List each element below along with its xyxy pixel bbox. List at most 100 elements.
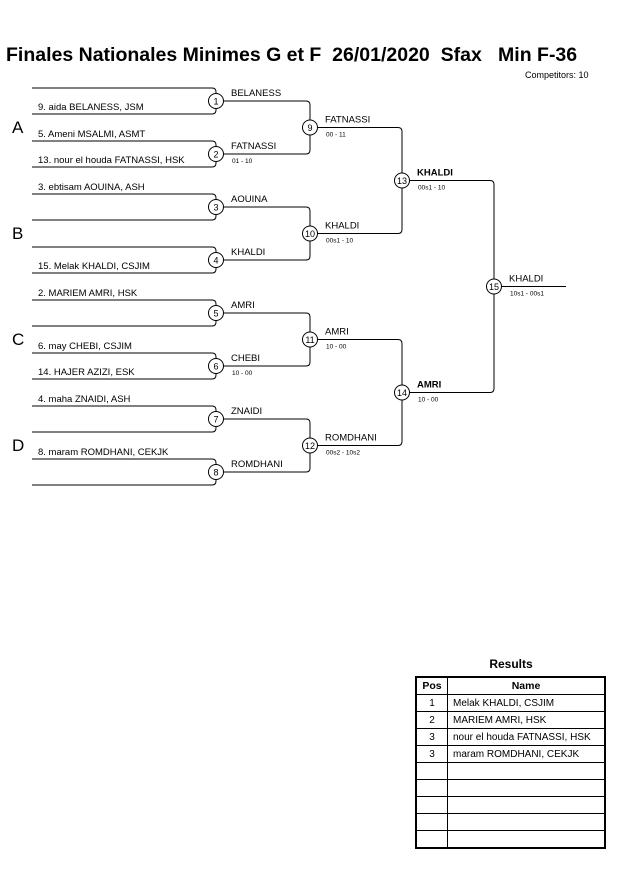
match-number-circle: [208, 358, 224, 374]
pool-label: D: [12, 436, 24, 455]
results-pos: [415, 796, 448, 814]
match-winner: AMRI: [417, 380, 441, 391]
match-number: 6: [213, 362, 218, 372]
match-number: 12: [305, 441, 315, 451]
results-pos: 3: [415, 745, 448, 763]
competitor-entry: 14. HAJER AZIZI, ESK: [38, 367, 135, 378]
match-score: 01 - 10: [232, 158, 253, 165]
results-pos: 1: [415, 694, 448, 712]
match-score: 10 - 00: [232, 370, 253, 377]
results-row: [415, 762, 606, 780]
match-bracket: [32, 299, 217, 327]
match-number-circle: [302, 331, 318, 348]
match-winner: ROMDHANI: [231, 459, 283, 470]
match-winner: CHEBI: [231, 353, 260, 364]
results-pos: [415, 830, 448, 849]
match-number-circle: [302, 225, 318, 242]
competitor-entry: 15. Melak KHALDI, CSJIM: [38, 261, 150, 272]
match-number-circle: [394, 384, 410, 401]
results-header-pos: Pos: [415, 676, 448, 695]
match-number-circle: [208, 305, 224, 321]
match-number: 8: [213, 468, 218, 478]
match-score: 10 - 00: [418, 397, 439, 404]
match-winner: FATNASSI: [325, 115, 370, 126]
results-name: [447, 779, 606, 797]
match-score: 00s1 - 10: [418, 185, 445, 192]
results-row: [415, 796, 606, 814]
match-winner: AMRI: [231, 300, 255, 311]
results-pos: [415, 779, 448, 797]
results-name: [447, 813, 606, 831]
match-number-circle: [208, 411, 224, 427]
results-name: maram ROMDHANI, CEKJK: [447, 745, 606, 763]
match-number-circle: [394, 172, 410, 189]
results-name: [447, 762, 606, 780]
results-header-row: Pos Name: [415, 676, 606, 695]
competitor-entry: 5. Ameni MSALMI, ASMT: [38, 129, 145, 140]
match-number-circle: [208, 146, 224, 162]
match-number-circle: [208, 252, 224, 268]
match-number: 15: [489, 282, 499, 292]
pool-label: C: [12, 330, 24, 349]
match-winner: KHALDI: [509, 274, 543, 285]
match-winner: KHALDI: [231, 247, 265, 258]
match-winner: ROMDHANI: [325, 433, 377, 444]
pool-label: A: [12, 118, 24, 137]
match-number: 7: [213, 415, 218, 425]
match-score: 10s1 - 00s1: [510, 291, 544, 298]
match-number: 13: [397, 176, 407, 186]
results-pos: [415, 813, 448, 831]
results-title: Results: [489, 657, 533, 671]
match-bracket: [32, 458, 217, 486]
results-row: [415, 830, 606, 849]
match-number: 11: [305, 335, 314, 345]
competitors-count: Competitors: 10: [525, 70, 589, 80]
match-bracket: [310, 127, 403, 234]
tournament-bracket: 9. aida BELANESS, JSM 5. Ameni MSALMI, AS…: [12, 87, 566, 486]
match-number: 4: [213, 256, 218, 266]
match-winner: KHALDI: [417, 168, 453, 179]
match-number-circle: [302, 437, 318, 454]
competitor-entry: 6. may CHEBI, CSJIM: [38, 341, 132, 352]
results-pos: 2: [415, 711, 448, 729]
results-name: Melak KHALDI, CSJIM: [447, 694, 606, 712]
match-number-circle: [208, 93, 224, 109]
match-number-circle: [486, 278, 502, 295]
page-title: Finales Nationales Minimes G et F 26/01/…: [6, 44, 578, 66]
results-row: [415, 779, 606, 797]
competitor-entry: 3. ebtisam AOUINA, ASH: [38, 182, 145, 193]
match-number-circle: [302, 119, 318, 136]
competitor-entry: 4. maha ZNAIDI, ASH: [38, 394, 131, 405]
match-bracket: [32, 193, 217, 221]
competitor-entry: 13. nour el houda FATNASSI, HSK: [38, 155, 185, 166]
match-bracket: [32, 405, 217, 433]
results-name: nour el houda FATNASSI, HSK: [447, 728, 606, 746]
results-pos: [415, 762, 448, 780]
match-number: 14: [397, 388, 407, 398]
match-number-circle: [208, 464, 224, 480]
results-pos: 3: [415, 728, 448, 746]
match-number: 2: [213, 150, 218, 160]
competitor-entry: 9. aida BELANESS, JSM: [38, 102, 144, 113]
match-score: 10 - 00: [326, 344, 347, 351]
results-row: [415, 813, 606, 831]
match-number: 9: [307, 123, 312, 133]
match-number: 1: [213, 97, 218, 107]
match-number-circle: [208, 199, 224, 215]
results-header-name: Name: [447, 676, 606, 695]
match-winner: KHALDI: [325, 221, 359, 232]
competitor-entry: 2. MARIEM AMRI, HSK: [38, 288, 138, 299]
match-score: 00s1 - 10: [326, 238, 353, 245]
match-winner: AOUINA: [231, 194, 268, 205]
match-number: 5: [213, 309, 218, 319]
results-name: [447, 830, 606, 849]
match-number: 10: [305, 229, 315, 239]
match-winner: FATNASSI: [231, 141, 276, 152]
match-score: 00s2 - 10s2: [326, 450, 360, 457]
match-bracket: [402, 180, 495, 393]
